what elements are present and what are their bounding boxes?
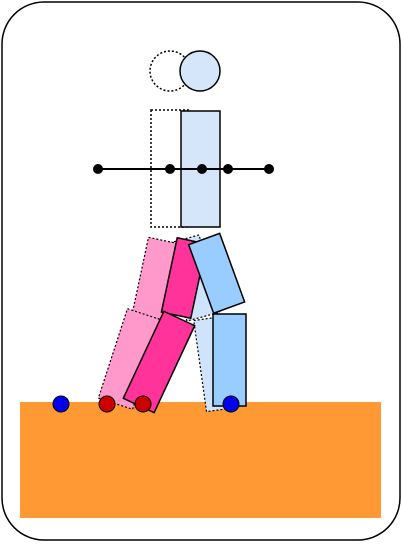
current-head bbox=[179, 50, 221, 92]
joint-point bbox=[264, 164, 274, 174]
joint-point bbox=[223, 164, 233, 174]
current-back-leg bbox=[187, 232, 247, 407]
contact-point-blue bbox=[222, 395, 240, 413]
ground-block bbox=[20, 402, 381, 518]
joint-point bbox=[197, 164, 207, 174]
joint-point bbox=[165, 164, 175, 174]
contact-point-red bbox=[134, 395, 152, 413]
joint-point bbox=[93, 164, 103, 174]
contact-point-blue bbox=[52, 395, 70, 413]
contact-point-red bbox=[98, 395, 116, 413]
